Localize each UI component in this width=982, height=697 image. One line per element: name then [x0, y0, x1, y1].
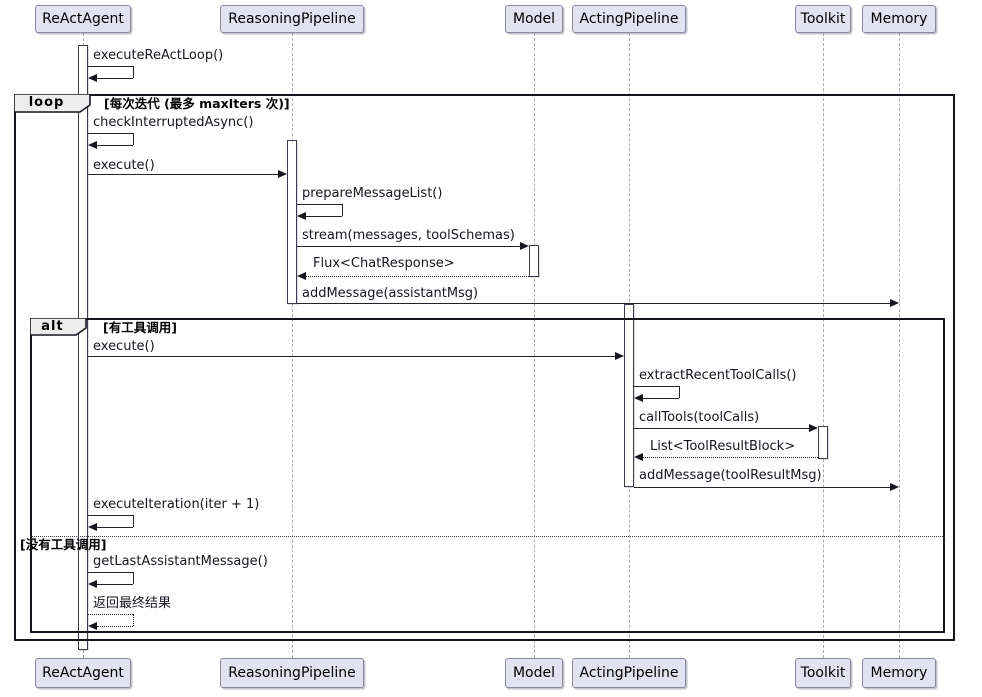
message-12-label: executeIteration(iter + 1) [93, 497, 260, 512]
frame-loop-guard: [每次迭代 (最多 maxIters 次)] [104, 96, 290, 111]
participant-top-ActingPipeline: ActingPipeline [572, 5, 686, 33]
frame-loop-label: loop [14, 94, 91, 113]
message-9-line [634, 428, 810, 429]
participant-bottom-Memory: Memory [862, 658, 936, 688]
message-2-line [88, 174, 279, 175]
message-5-label: Flux<ChatResponse> [313, 256, 455, 271]
message-12-arrowhead [88, 523, 97, 531]
message-4-line [297, 246, 521, 247]
message-2-arrowhead [278, 170, 287, 178]
message-8-line-right [679, 386, 680, 398]
message-13-label: getLastAssistantMessage() [93, 554, 268, 569]
message-7-line [88, 356, 616, 357]
message-13-arrowhead [88, 580, 97, 588]
message-14-line-bottom [97, 626, 133, 627]
message-12-line-right [133, 515, 134, 527]
message-1-line-top [88, 133, 133, 134]
message-0-line-top [88, 66, 133, 67]
activation-bar-Toolkit [818, 426, 828, 459]
frame-alt [30, 318, 945, 633]
message-9-arrowhead [809, 424, 818, 432]
message-11-label: addMessage(toolResultMsg) [639, 468, 822, 483]
frame-alt-label: alt [30, 318, 87, 336]
message-0-line-right [133, 66, 134, 78]
participant-top-Model: Model [505, 5, 563, 33]
message-14-line-right [133, 614, 134, 626]
message-3-line-right [342, 204, 343, 216]
message-11-line [634, 487, 891, 488]
frame-alt-guard: [有工具调用] [103, 320, 177, 335]
frame-alt-operator-text: alt [41, 318, 64, 334]
participant-bottom-Toolkit: Toolkit [795, 658, 851, 688]
message-1-line-right [133, 133, 134, 145]
message-0-label: executeReActLoop() [93, 48, 224, 63]
frame-alt-pentagon-shape [30, 318, 87, 336]
message-13-line-right [133, 572, 134, 584]
message-0-line-bottom [97, 78, 133, 79]
message-14-label: 返回最终结果 [93, 596, 172, 611]
lifeline-Model [534, 33, 535, 658]
lifeline-Toolkit [823, 33, 824, 658]
message-3-label: prepareMessageList() [302, 186, 443, 201]
message-5-arrowhead [297, 272, 306, 280]
activation-bar-Model [529, 245, 539, 277]
participant-top-ReActAgent: ReActAgent [35, 5, 131, 33]
participant-top-Memory: Memory [862, 5, 936, 33]
frame-alt-else-divider [30, 536, 945, 537]
activation-bar-ReasoningPipeline [287, 140, 297, 304]
participant-bottom-ReActAgent: ReActAgent [35, 658, 131, 688]
message-0-arrowhead [88, 74, 97, 82]
lifeline-Memory [899, 33, 900, 658]
activation-bar-ReActAgent [78, 45, 88, 650]
message-7-label: execute() [93, 339, 155, 354]
message-7-arrowhead [615, 352, 624, 360]
participant-bottom-ReasoningPipeline: ReasoningPipeline [220, 658, 364, 688]
message-10-line [642, 457, 818, 458]
frame-loop [14, 94, 955, 641]
message-5-line [305, 276, 529, 277]
frame-loop-pentagon-shape [14, 94, 91, 113]
participant-bottom-ActingPipeline: ActingPipeline [572, 658, 686, 688]
participant-top-ReasoningPipeline: ReasoningPipeline [220, 5, 364, 33]
message-10-label: List<ToolResultBlock> [650, 439, 796, 454]
message-3-arrowhead [297, 212, 306, 220]
frame-loop-operator-text: loop [28, 95, 65, 110]
message-6-line [297, 303, 891, 304]
message-4-arrowhead [520, 242, 529, 250]
message-8-line-top [634, 386, 679, 387]
message-12-line-top [88, 515, 133, 516]
message-8-line-bottom [643, 398, 679, 399]
message-6-arrowhead [890, 299, 899, 307]
message-11-arrowhead [890, 483, 899, 491]
message-13-line-top [88, 572, 133, 573]
message-10-arrowhead [634, 453, 643, 461]
message-1-arrowhead [88, 141, 97, 149]
message-4-label: stream(messages, toolSchemas) [302, 228, 515, 243]
message-3-line-top [297, 204, 342, 205]
message-1-label: checkInterruptedAsync() [93, 115, 254, 130]
lifeline-ReasoningPipeline [292, 33, 293, 658]
message-1-line-bottom [97, 145, 133, 146]
message-14-line-top [88, 614, 133, 615]
frame-alt-else-guard: [没有工具调用] [20, 537, 107, 552]
message-8-label: extractRecentToolCalls() [639, 368, 797, 383]
participant-bottom-Model: Model [505, 658, 563, 688]
message-14-arrowhead [88, 622, 97, 630]
message-3-line-bottom [306, 216, 342, 217]
message-12-line-bottom [97, 527, 133, 528]
message-8-arrowhead [634, 394, 643, 402]
message-9-label: callTools(toolCalls) [639, 410, 760, 425]
message-6-label: addMessage(assistantMsg) [302, 286, 479, 301]
message-2-label: execute() [93, 158, 155, 173]
participant-top-Toolkit: Toolkit [795, 5, 851, 33]
activation-bar-ActingPipeline [624, 304, 634, 487]
message-13-line-bottom [97, 584, 133, 585]
